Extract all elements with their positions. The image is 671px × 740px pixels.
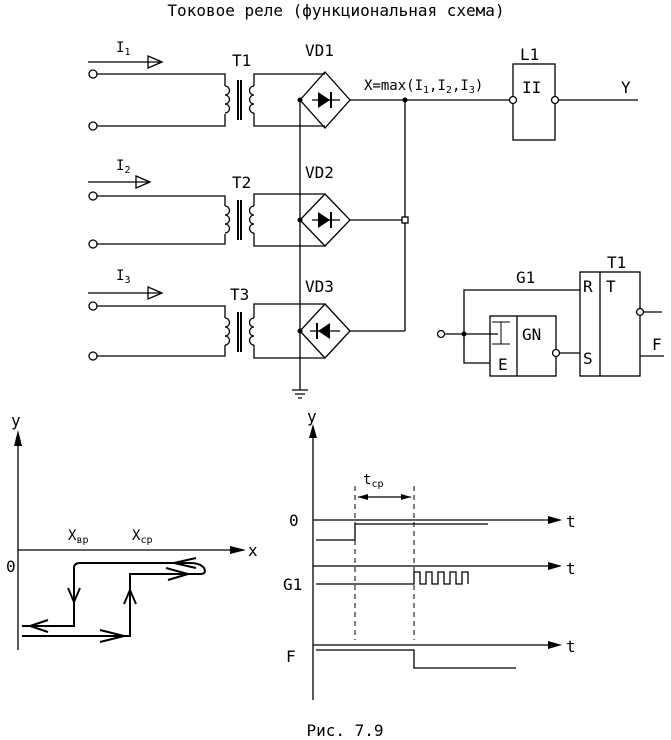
input-terminal-2a (88, 191, 98, 201)
max-bus: X=max(I1,I2,I3) (350, 78, 513, 332)
loop-arrow-left-top (173, 557, 197, 569)
loop-arrow-right-top (165, 567, 192, 581)
figure-caption: Рис. 7.9 (306, 721, 383, 740)
x-operate-label: Xср (132, 528, 152, 546)
input-channel-1: I1 T1 VD1 (88, 40, 351, 131)
current-label-1: I1 (116, 40, 130, 58)
input-terminal-1a (88, 69, 98, 79)
logic-block-symbol: II (522, 78, 541, 97)
current-label-2: I2 (116, 158, 130, 176)
transformer-t1: T1 (224, 51, 325, 127)
ground-bus (292, 97, 308, 399)
x-return-label: Xвр (68, 528, 88, 546)
generator-g1: E GN G1 (436, 268, 580, 377)
loop-arrow-down (67, 587, 81, 605)
input-terminal-3a (88, 301, 98, 311)
figure-title: Токовое реле (функциональная схема) (167, 1, 504, 20)
hysteresis-origin: 0 (6, 557, 16, 576)
rectifier-label-vd2: VD2 (305, 163, 334, 182)
trigger-reset-label: R (583, 277, 593, 296)
transformer-t3: T3 (224, 285, 325, 359)
trigger-symbol: T (606, 277, 616, 296)
hysteresis-x-label: x (248, 541, 258, 560)
current-label-3: I3 (116, 268, 130, 286)
signal-g1 (316, 571, 469, 585)
input-channel-3: I3 T3 VD3 (88, 268, 351, 361)
generator-enable-label: E (498, 355, 508, 374)
timing-row-label-2: F (286, 647, 296, 666)
trigger-name: T1 (607, 253, 626, 272)
timing-t-label-row-2: t (566, 637, 576, 656)
input-terminal-2b (88, 239, 98, 249)
input-terminal-3b (88, 351, 98, 361)
timing-t-label-row-0: t (566, 512, 576, 531)
logic-block-name: L1 (520, 45, 539, 64)
rectifier-label-vd3: VD3 (305, 277, 334, 296)
trigger-output-f: F (652, 335, 662, 354)
timing-y-label: y (307, 407, 317, 426)
transformer-label-t3: T3 (230, 285, 249, 304)
trigger-set-label: S (583, 349, 593, 368)
output-label-y: Y (621, 78, 631, 97)
timing-row-label-0: 0 (289, 511, 299, 530)
input-terminal-1b (88, 121, 98, 131)
signal-f (316, 649, 516, 669)
ground-icon (292, 389, 308, 399)
timing-plot: y tср t 0 t G1 t F (283, 407, 576, 700)
hysteresis-plot: y x 0 Xвр Xср (6, 411, 258, 650)
timing-row-label-1: G1 (283, 575, 302, 594)
loop-arrow-right-bottom (99, 629, 125, 643)
transformer-label-t2: T2 (232, 173, 251, 192)
input-channel-2: I2 T2 VD2 (88, 158, 351, 249)
transformer-t2: T2 (224, 173, 325, 247)
rectifier-vd2: VD2 (299, 163, 351, 247)
t-operate-label: tср (363, 472, 383, 490)
signal-0 (316, 523, 488, 541)
rectifier-vd3: VD3 (299, 277, 351, 359)
timing-t-label-row-1: t (566, 559, 576, 578)
trigger-t1: R S T T1 F (579, 253, 664, 377)
max-formula: X=max(I1,I2,I3) (364, 78, 483, 96)
loop-arrow-left-bottom (26, 619, 49, 633)
rectifier-label-vd1: VD1 (305, 41, 334, 60)
hysteresis-y-label: y (11, 411, 21, 430)
transformer-label-t1: T1 (232, 51, 251, 70)
generator-symbol: GN (522, 325, 541, 344)
logic-block-l1: L1 II Y (508, 45, 638, 141)
loop-arrow-up (123, 587, 137, 605)
rectifier-vd1: VD1 (299, 41, 351, 129)
generator-name: G1 (516, 268, 535, 287)
hysteresis-loop (22, 562, 206, 637)
